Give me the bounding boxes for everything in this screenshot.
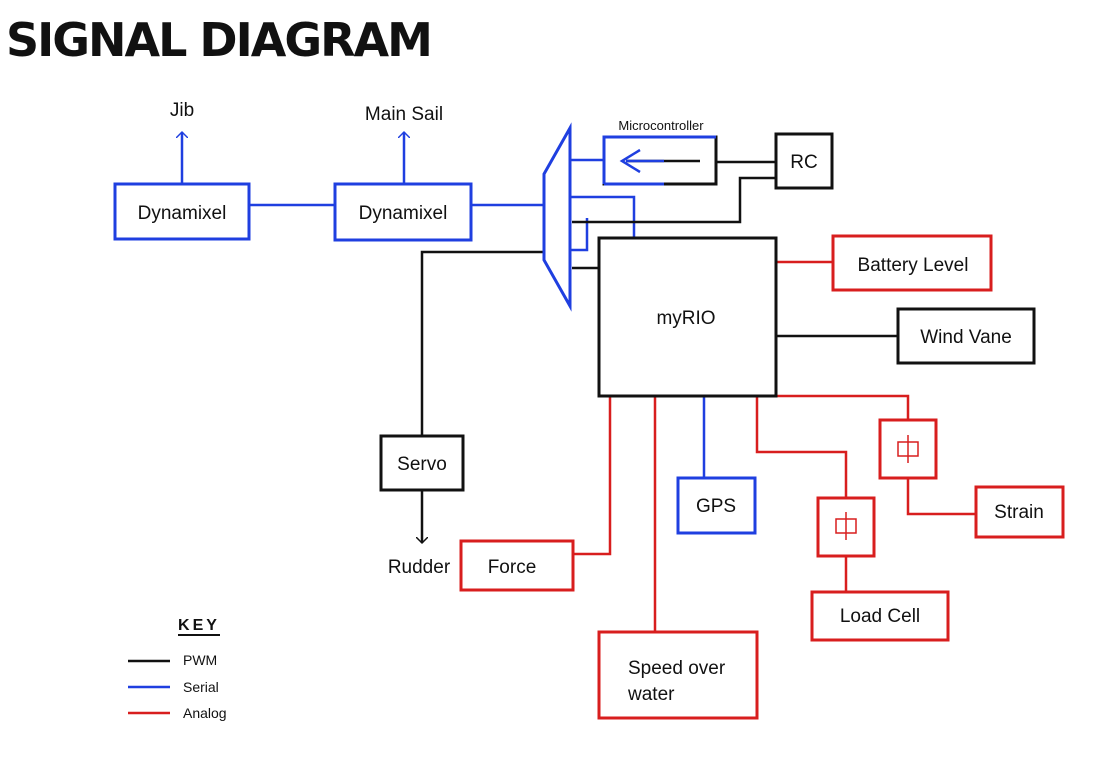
page-title: SIGNAL DIAGRAM [6, 13, 431, 67]
legend-analog-label: Analog [183, 705, 227, 721]
battery-level-node: Battery Level [831, 234, 993, 292]
rudder-label: Rudder [388, 557, 451, 578]
force-label: Force [488, 557, 537, 578]
strain-sensor-node [878, 418, 938, 480]
rc-mux-link [572, 176, 776, 224]
jib-label: Jib [170, 100, 194, 121]
serial-lines [182, 132, 706, 478]
dynamixel-main-label: Dynamixel [359, 203, 448, 224]
speed-label-line1: Speed over [628, 658, 726, 679]
strain-node: Strain [974, 485, 1065, 539]
myrio-force-link [573, 396, 612, 556]
speed-over-water-node: Speed over water [597, 630, 759, 720]
gps-label: GPS [696, 496, 736, 517]
rc-label: RC [790, 152, 817, 173]
mux-myrio-serial [571, 195, 636, 238]
mux-myrio-serial-2 [571, 218, 589, 252]
strain-label: Strain [994, 502, 1044, 523]
microcontroller-label: Microcontroller [618, 118, 704, 133]
legend-title: KEY [178, 617, 220, 634]
rc-node: RC [774, 132, 834, 190]
strain-sensor-link [906, 478, 976, 516]
pwm-lines [420, 159, 898, 543]
legend: KEY PWM Serial Analog [128, 617, 227, 721]
servo-label: Servo [397, 454, 447, 475]
myrio-strain-link [776, 394, 910, 420]
dynamixel-jib-label: Dynamixel [138, 203, 227, 224]
analog-lines [573, 260, 976, 632]
wind-vane-label: Wind Vane [920, 327, 1012, 348]
loadcell-sensor-node [816, 496, 876, 558]
myrio-label: myRIO [656, 308, 715, 329]
myrio-loadcell-link [755, 396, 848, 498]
myrio-node: myRIO [597, 236, 778, 398]
battery-level-label: Battery Level [858, 255, 969, 276]
legend-pwm-label: PWM [183, 652, 217, 668]
main-sail-label: Main Sail [365, 104, 443, 125]
legend-serial-label: Serial [183, 679, 219, 695]
wind-vane-node: Wind Vane [896, 307, 1036, 365]
load-cell-label: Load Cell [840, 606, 920, 627]
microcontroller-node: Microcontroller [602, 118, 718, 186]
mux-servo-link [420, 250, 545, 436]
dynamixel-main-node: Dynamixel [333, 182, 473, 242]
multiplexer-shape [542, 122, 572, 312]
gps-node: GPS [676, 476, 757, 535]
force-node: Force [459, 539, 575, 592]
load-cell-node: Load Cell [810, 590, 950, 642]
servo-node: Servo [379, 434, 465, 492]
speed-label-line2: water [627, 684, 675, 705]
arrow-left-icon [619, 148, 641, 174]
dynamixel-jib-node: Dynamixel [113, 182, 251, 241]
